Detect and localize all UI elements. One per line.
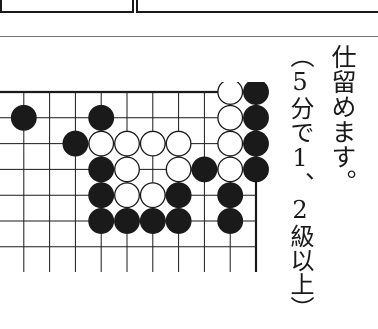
white-stone: [88, 130, 115, 157]
black-stone: [243, 82, 269, 105]
white-stone: [165, 156, 192, 183]
white-stone: [217, 156, 244, 183]
white-stone: [114, 156, 140, 183]
white-stone: [217, 104, 244, 131]
white-stone: [217, 82, 244, 105]
white-stone: [217, 130, 244, 157]
top-strip: [0, 0, 378, 14]
black-stone: [10, 104, 37, 131]
black-stone: [217, 182, 244, 209]
problem-subtitle: （5分で1、2級以上）: [286, 44, 314, 320]
go-board[interactable]: [0, 82, 270, 272]
black-stone: [243, 130, 269, 157]
black-stone: [88, 104, 115, 131]
black-stone: [165, 208, 192, 234]
black-stone: [88, 182, 115, 209]
black-stone: [88, 208, 115, 234]
black-stone: [243, 156, 269, 183]
white-stone: [139, 130, 166, 157]
black-stone: [217, 208, 244, 234]
white-stone: [114, 182, 140, 209]
black-stone: [243, 104, 269, 131]
black-stone: [88, 156, 115, 183]
white-stone: [139, 182, 166, 209]
problem-title: 仕留めます。: [328, 44, 357, 194]
white-stone: [165, 130, 192, 157]
divider: [0, 36, 378, 37]
top-right-button[interactable]: [136, 0, 378, 13]
white-stone: [114, 130, 140, 157]
top-left-button[interactable]: [0, 0, 134, 13]
black-stone: [191, 156, 218, 183]
black-stone: [114, 208, 140, 234]
black-stone: [139, 208, 166, 234]
go-board-svg[interactable]: [0, 82, 270, 272]
black-stone: [62, 130, 89, 157]
black-stone: [165, 182, 192, 209]
